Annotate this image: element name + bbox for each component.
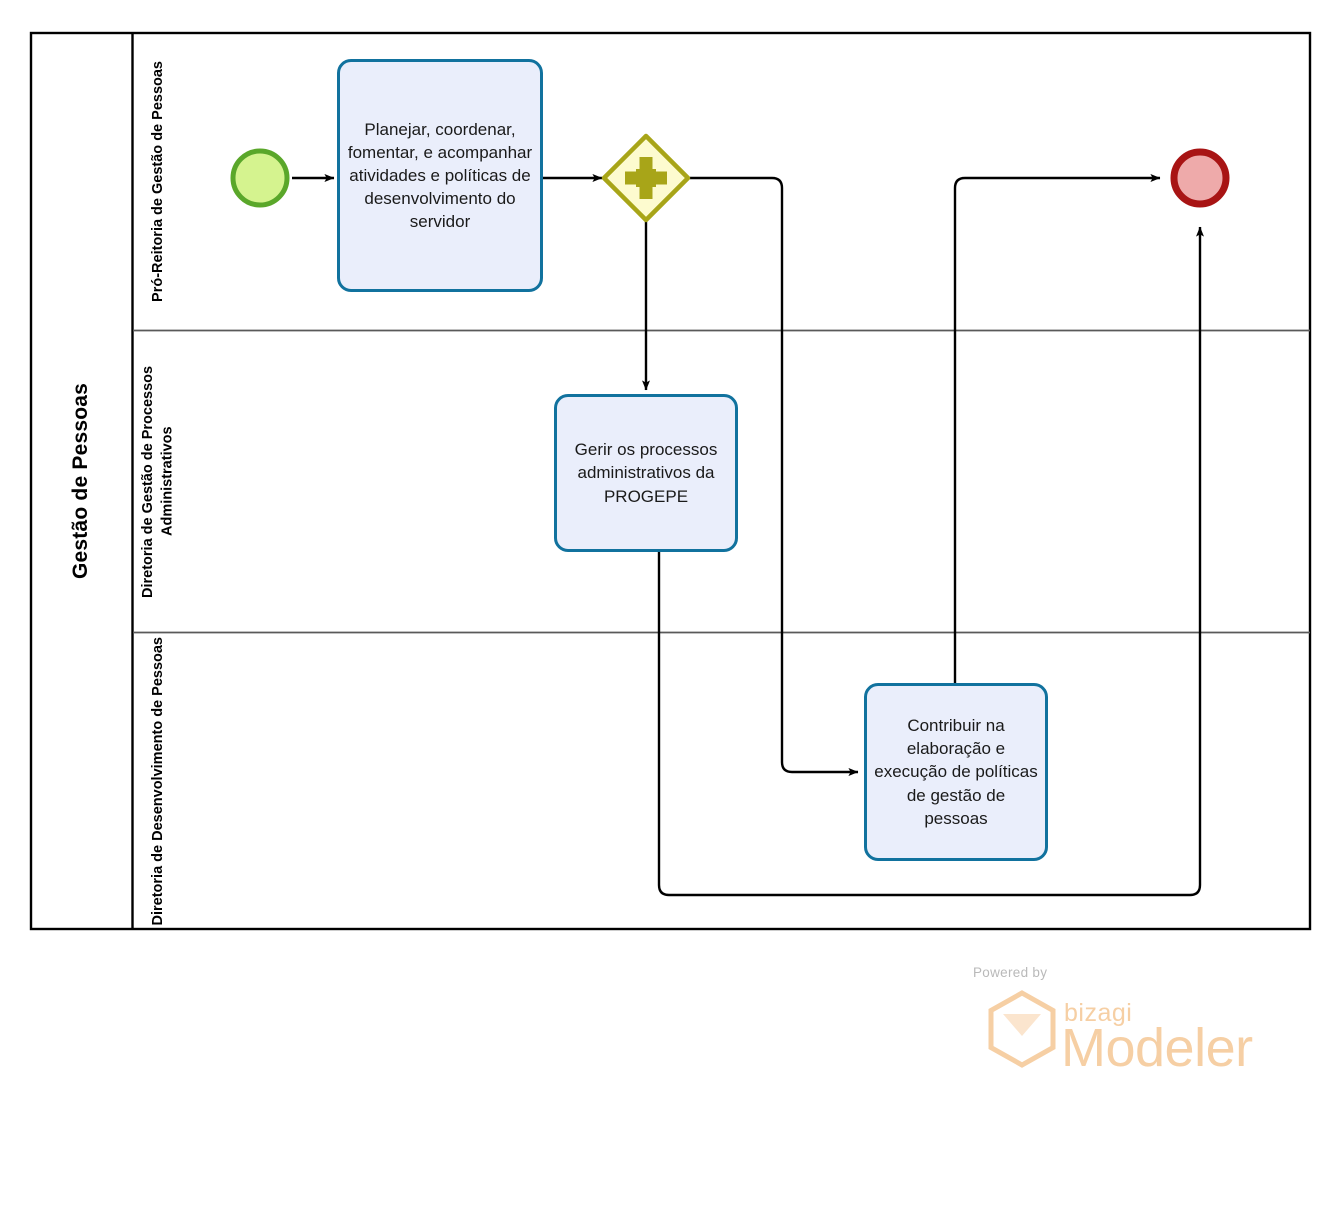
lane-label-1-text: Pró-Reitoria de Gestão de Pessoas	[150, 61, 167, 302]
bizagi-brand-label: bizagi	[1064, 999, 1133, 1027]
flow-task2-to-end	[657, 226, 1204, 897]
start-event[interactable]	[230, 148, 290, 208]
task-2-label: Gerir os processos administrativos da PR…	[574, 440, 718, 506]
lane-label-2: Diretoria de Gestão de Processos Adminis…	[133, 331, 185, 632]
lane-label-3-text: Diretoria de Desenvolvimento de Pessoas	[150, 636, 167, 926]
flow-gateway-to-task3	[690, 176, 859, 776]
task-planejar-coordenar[interactable]: Planejar, coordenar, fomentar, e acompan…	[337, 59, 543, 292]
lane-label-3: Diretoria de Desenvolvimento de Pessoas	[133, 633, 185, 929]
task-3-label: Contribuir na elaboração e execução de p…	[874, 716, 1038, 828]
bizagi-hexagon-icon	[987, 990, 1057, 1068]
lane-label-1: Pró-Reitoria de Gestão de Pessoas	[133, 33, 185, 330]
powered-by-label: Powered by	[973, 965, 1048, 980]
end-event[interactable]	[1170, 148, 1230, 208]
pool-title: Gestão de Pessoas	[30, 32, 132, 930]
flow-task3-to-end	[953, 174, 1161, 683]
task-contribuir-politicas[interactable]: Contribuir na elaboração e execução de p…	[864, 683, 1048, 861]
task-1-label: Planejar, coordenar, fomentar, e acompan…	[347, 119, 533, 232]
bizagi-watermark: Powered by bizagi Modeler	[960, 965, 1260, 1078]
task-gerir-processos[interactable]: Gerir os processos administrativos da PR…	[554, 394, 738, 552]
pool-title-label: Gestão de Pessoas	[69, 383, 92, 579]
lane-label-2-text: Diretoria de Gestão de Processos Adminis…	[140, 365, 176, 598]
pool-border	[29, 31, 1312, 931]
modeler-product-label: Modeler	[1061, 1018, 1253, 1078]
parallel-gateway[interactable]	[601, 133, 691, 223]
